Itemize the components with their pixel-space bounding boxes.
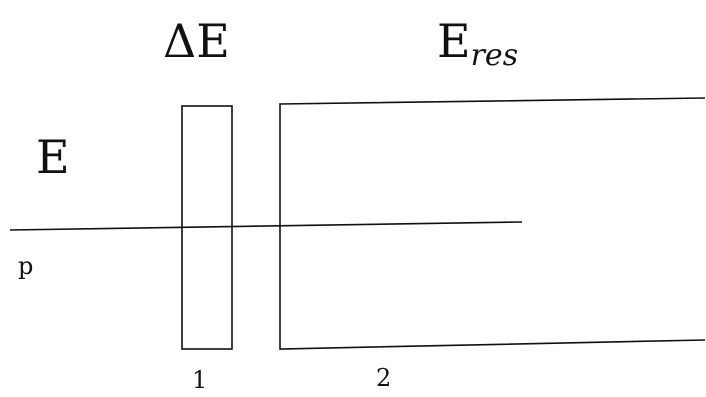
e-res-base: E <box>437 14 471 68</box>
e-res-label: Eres <box>437 14 518 73</box>
e-res-subscript: res <box>471 38 519 73</box>
thick-detector <box>279 97 706 350</box>
particle-trajectory <box>9 221 523 231</box>
detector-2-label: 2 <box>376 364 391 392</box>
energy-label: E <box>36 130 70 184</box>
detector-1-label: 1 <box>192 366 207 394</box>
delta-e-label: ΔE <box>163 14 230 68</box>
particle-label: p <box>18 252 33 280</box>
